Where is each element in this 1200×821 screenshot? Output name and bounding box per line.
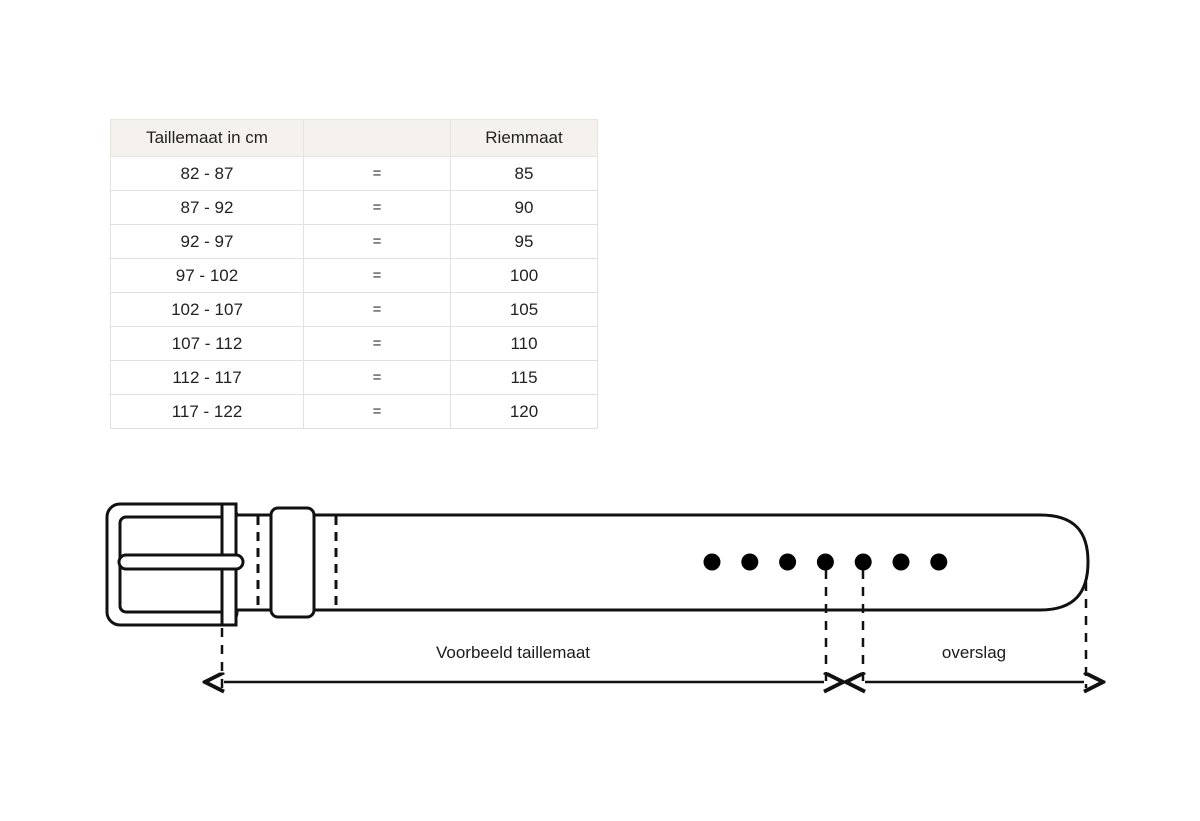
cell-equals: = (303, 394, 451, 429)
cell-equals: = (303, 326, 451, 361)
belt-hole (854, 553, 872, 571)
table-row: 97 - 102=100 (110, 258, 598, 293)
table-header: Taillemaat in cm Riemmaat (110, 119, 598, 157)
cell-waist-range: 102 - 107 (110, 292, 304, 327)
table-row: 82 - 87=85 (110, 156, 598, 191)
belt-hole (816, 553, 834, 571)
cell-belt-size: 120 (450, 394, 598, 429)
cell-belt-size: 85 (450, 156, 598, 191)
cell-waist-range: 117 - 122 (110, 394, 304, 429)
cell-equals: = (303, 292, 451, 327)
waist-measure-label: Voorbeeld taillemaat (436, 643, 590, 662)
cell-equals: = (303, 156, 451, 191)
table-row: 102 - 107=105 (110, 292, 598, 327)
column-header-beltsize: Riemmaat (450, 119, 598, 157)
cell-waist-range: 92 - 97 (110, 224, 304, 259)
belt-diagram: Voorbeeld taillemaat overslag (0, 470, 1200, 730)
overlap-measure-label: overslag (942, 643, 1006, 662)
cell-waist-range: 107 - 112 (110, 326, 304, 361)
cell-waist-range: 82 - 87 (110, 156, 304, 191)
cell-belt-size: 100 (450, 258, 598, 293)
column-header-waist: Taillemaat in cm (110, 119, 304, 157)
belt-hole (930, 553, 948, 571)
cell-waist-range: 112 - 117 (110, 360, 304, 395)
buckle-prong (117, 553, 245, 571)
table-row: 112 - 117=115 (110, 360, 598, 395)
cell-belt-size: 105 (450, 292, 598, 327)
cell-belt-size: 115 (450, 360, 598, 395)
cell-equals: = (303, 360, 451, 395)
belt-hole (779, 553, 797, 571)
belt-strap (220, 513, 1090, 612)
cell-equals: = (303, 190, 451, 225)
table-row: 107 - 112=110 (110, 326, 598, 361)
column-header-blank (303, 119, 451, 157)
table-row: 87 - 92=90 (110, 190, 598, 225)
table-row: 117 - 122=120 (110, 394, 598, 429)
belt-hole (741, 553, 759, 571)
cell-waist-range: 97 - 102 (110, 258, 304, 293)
belt-hole (892, 553, 910, 571)
cell-belt-size: 110 (450, 326, 598, 361)
belt-holes-group (703, 553, 948, 571)
cell-belt-size: 95 (450, 224, 598, 259)
table-row: 92 - 97=95 (110, 224, 598, 259)
cell-equals: = (303, 258, 451, 293)
cell-equals: = (303, 224, 451, 259)
table-header-row: Taillemaat in cm Riemmaat (110, 119, 598, 157)
cell-waist-range: 87 - 92 (110, 190, 304, 225)
belt-hole (703, 553, 721, 571)
belt-keeper-loop (269, 506, 316, 619)
cell-belt-size: 90 (450, 190, 598, 225)
